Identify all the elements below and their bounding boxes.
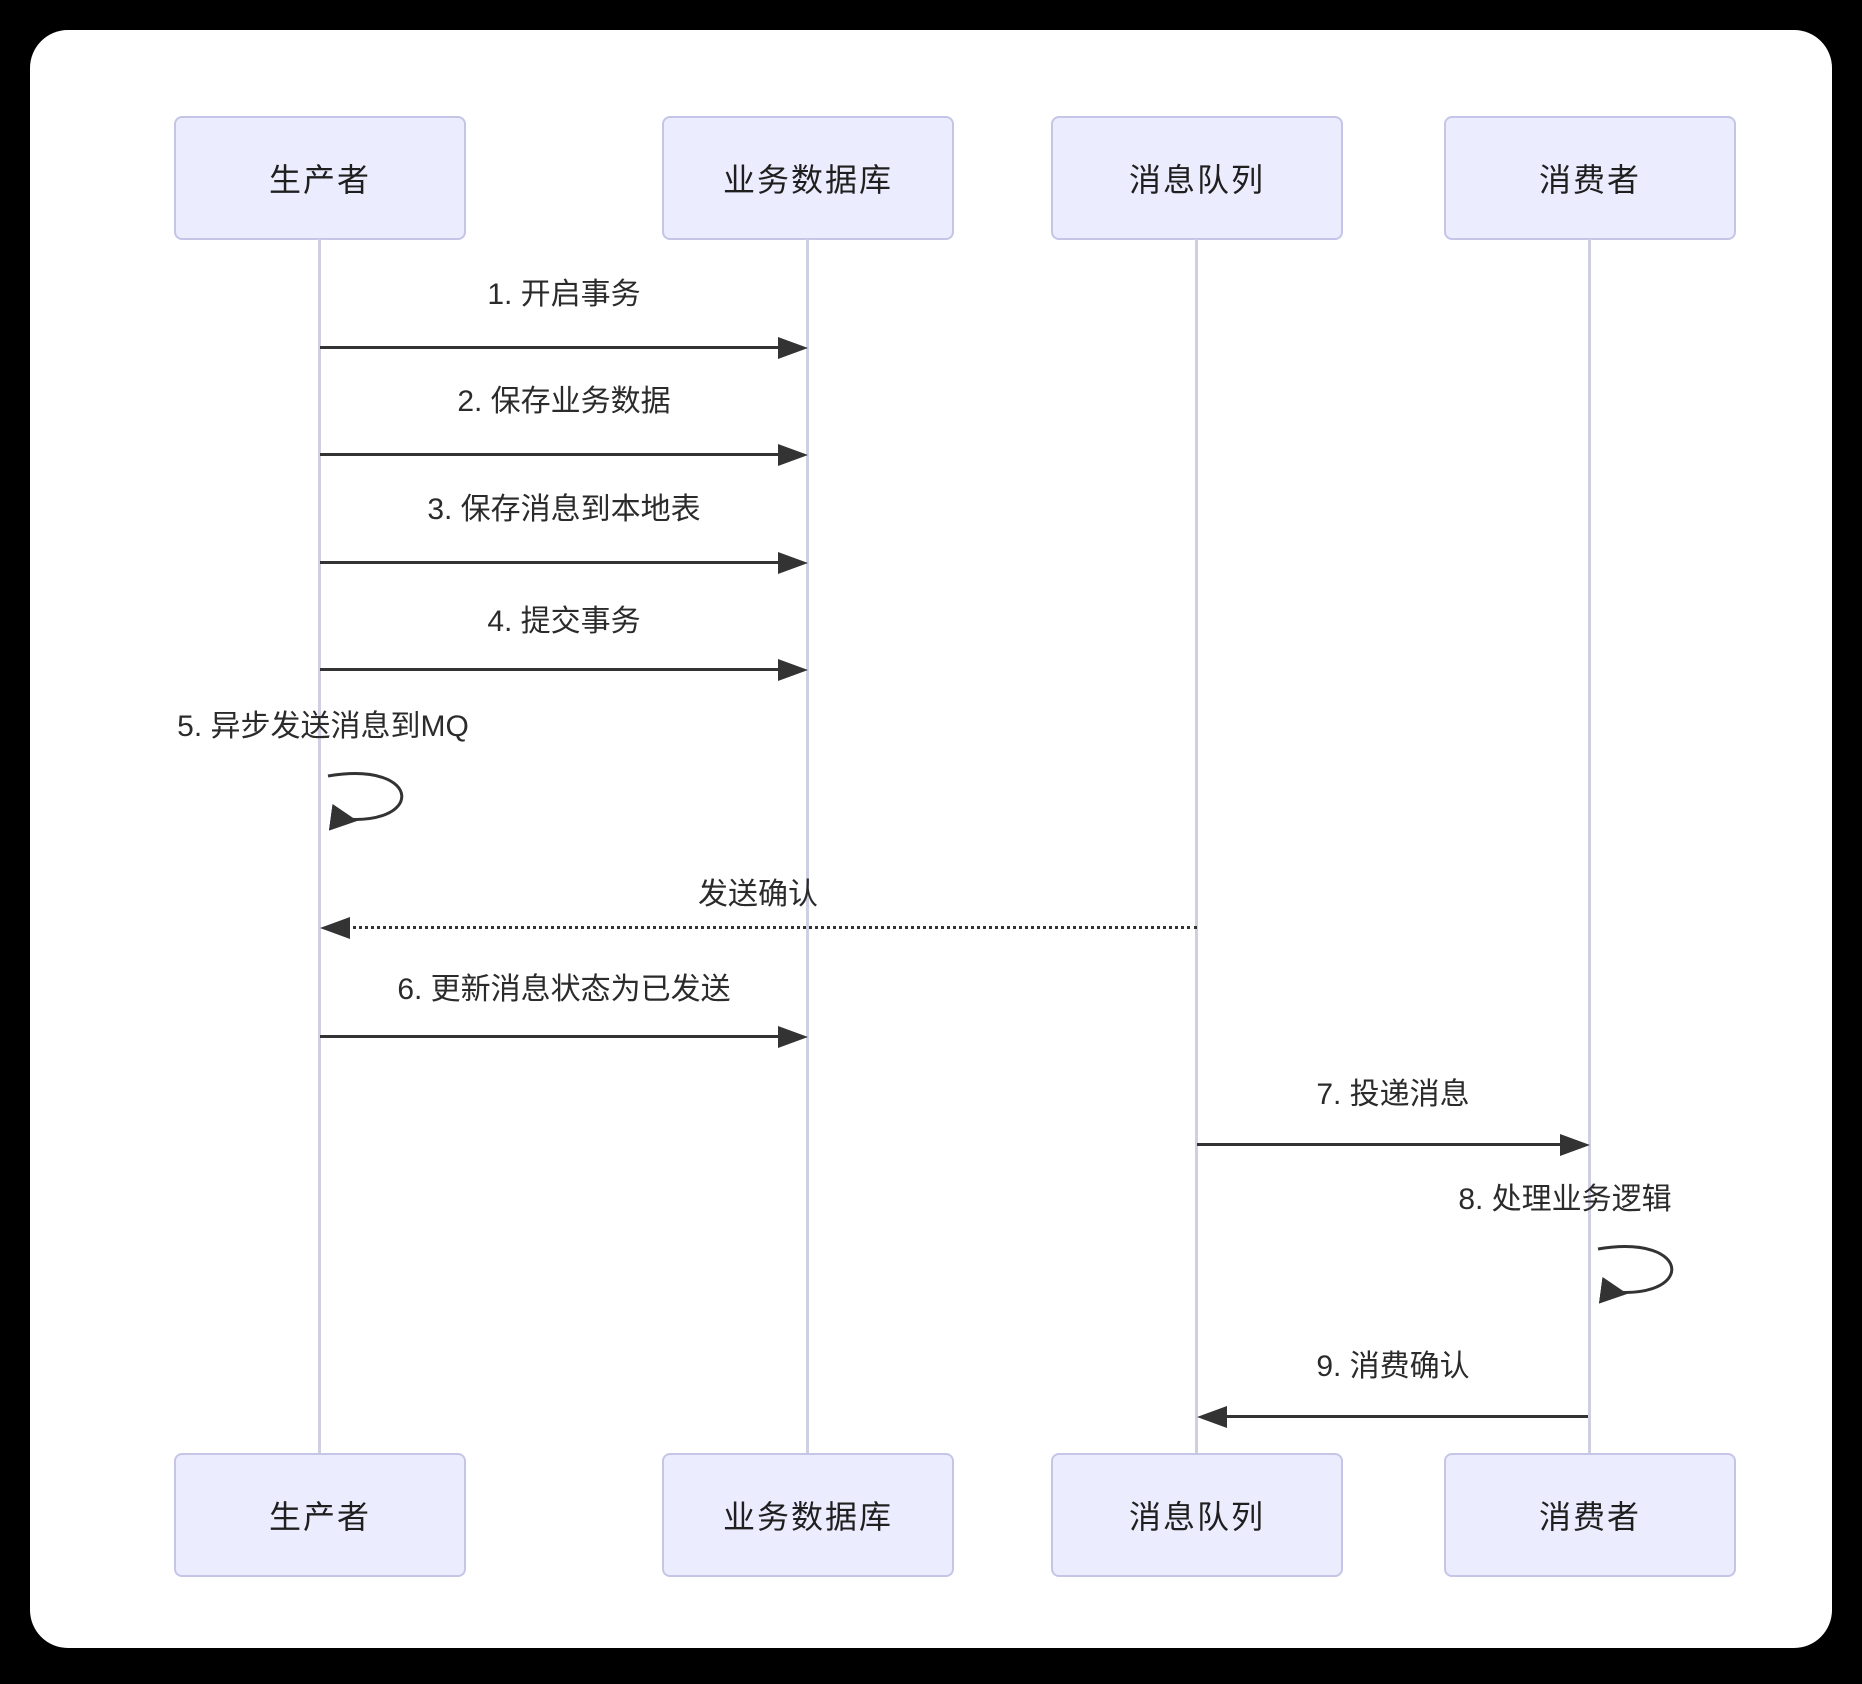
actor-box-queue-bottom: 消息队列 — [1051, 1453, 1343, 1577]
actor-box-producer-bottom: 生产者 — [174, 1453, 466, 1577]
message-label-1: 1. 开启事务 — [487, 278, 641, 311]
message-arrow-1 — [320, 346, 778, 349]
lifeline-producer — [318, 239, 321, 1455]
message-label-4: 4. 提交事务 — [487, 605, 641, 638]
arrowhead-right-icon — [778, 659, 808, 681]
actor-label: 业务数据库 — [722, 1499, 893, 1535]
actor-label: 消息队列 — [1128, 162, 1265, 198]
message-label-8: 8. 处理业务逻辑 — [1458, 1183, 1672, 1216]
actor-label: 业务数据库 — [722, 162, 893, 198]
actor-label: 生产者 — [268, 1499, 371, 1535]
message-label-ack: 发送确认 — [698, 878, 818, 911]
message-arrow-ack — [346, 926, 1197, 929]
actor-box-database-top: 业务数据库 — [662, 116, 954, 240]
arrowhead-right-icon — [778, 1026, 808, 1048]
message-label-2: 2. 保存业务数据 — [457, 385, 671, 418]
self-loop-arrow-icon — [1597, 1245, 1674, 1304]
message-arrow-6 — [320, 1035, 778, 1038]
message-arrow-3 — [320, 561, 778, 564]
actor-box-database-bottom: 业务数据库 — [662, 1453, 954, 1577]
actor-box-consumer-bottom: 消费者 — [1444, 1453, 1736, 1577]
message-label-7: 7. 投递消息 — [1316, 1078, 1470, 1111]
arrowhead-right-icon — [778, 552, 808, 574]
message-label-6: 6. 更新消息状态为已发送 — [397, 973, 731, 1006]
actor-label: 消费者 — [1538, 1499, 1641, 1535]
message-arrow-4 — [320, 668, 778, 671]
actor-label: 消息队列 — [1128, 1499, 1265, 1535]
message-arrow-2 — [320, 453, 778, 456]
diagram-canvas — [30, 30, 1832, 1648]
actor-box-queue-top: 消息队列 — [1051, 116, 1343, 240]
lifeline-consumer — [1588, 239, 1591, 1455]
message-arrow-9 — [1223, 1415, 1588, 1418]
message-arrow-7 — [1197, 1143, 1560, 1146]
actor-box-consumer-top: 消费者 — [1444, 116, 1736, 240]
message-label-5: 5. 异步发送消息到MQ — [177, 710, 469, 743]
arrowhead-left-icon — [320, 917, 350, 939]
lifeline-database — [806, 239, 809, 1455]
message-label-9: 9. 消费确认 — [1316, 1350, 1470, 1383]
arrowhead-right-icon — [778, 337, 808, 359]
arrowhead-right-icon — [778, 444, 808, 466]
actor-box-producer-top: 生产者 — [174, 116, 466, 240]
lifeline-queue — [1195, 239, 1198, 1455]
actor-label: 消费者 — [1538, 162, 1641, 198]
actor-label: 生产者 — [268, 162, 371, 198]
arrowhead-right-icon — [1560, 1134, 1590, 1156]
message-label-3: 3. 保存消息到本地表 — [427, 493, 701, 526]
self-loop-arrow-icon — [327, 772, 404, 831]
arrowhead-left-icon — [1197, 1406, 1227, 1428]
